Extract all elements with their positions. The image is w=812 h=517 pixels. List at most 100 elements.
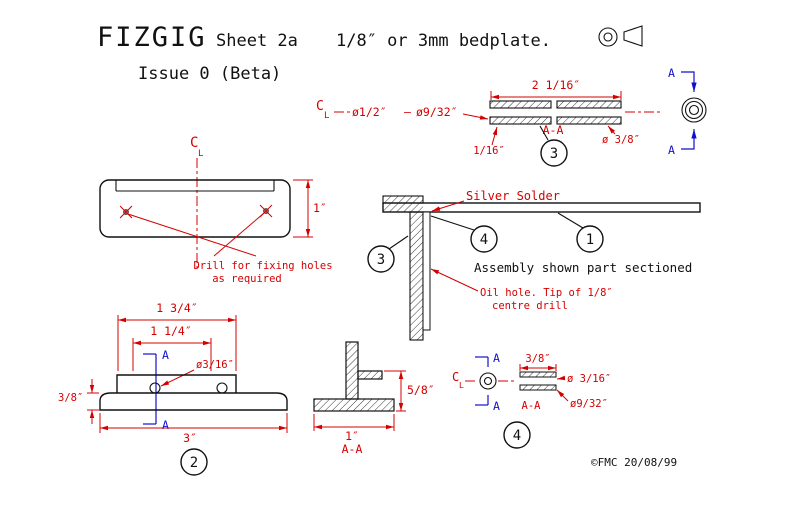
dim-height: 5/8″ (407, 383, 435, 397)
dim-thickness: 3/8″ (58, 392, 83, 404)
leader-line (430, 268, 479, 292)
balloon-number: 2 (190, 455, 198, 471)
balloon-leader (557, 212, 584, 229)
side-section-view: 5/8″ 1″ A-A (313, 341, 435, 456)
balloon-leader (430, 215, 475, 231)
oil-note-line2: centre drill (492, 300, 568, 312)
leader-line (491, 126, 498, 146)
strip-section (489, 116, 552, 125)
bedplate-bar (382, 202, 701, 213)
centerline-l: L (459, 381, 464, 390)
upstand-section (345, 341, 359, 400)
sheet-label: Sheet 2a (216, 31, 298, 51)
dim-width-total: 3″ (183, 431, 197, 445)
leader-line (607, 125, 616, 135)
section-marker-a: A (162, 418, 169, 432)
washer-icon (598, 27, 618, 47)
oil-note-line1: Oil hole. Tip of 1/8″ (480, 287, 613, 299)
balloon-4: 4 (430, 215, 498, 253)
dash-separator: – (404, 105, 411, 119)
bore-dia-2: ø9/32″ (416, 105, 458, 119)
section-line-aa: A A (143, 348, 169, 432)
leader-line (462, 113, 489, 120)
end-view (681, 97, 707, 123)
solder-label: Silver Solder (466, 189, 560, 203)
dim-bore: ø 3/16″ (567, 373, 611, 385)
detail-3-section: 2 1/16″ C L ø1/2″ – ø9/32″ A-A 1/16″ 3 ø… (316, 66, 707, 167)
section-marker-a: A (493, 399, 500, 413)
dim-thickness: 1/16″ (473, 145, 505, 157)
dim-width: 2 1/16″ (532, 78, 580, 92)
hole-center (123, 209, 129, 215)
angle-plate (422, 211, 431, 331)
balloon-circle (576, 225, 604, 253)
section-marker-a: A (668, 66, 675, 80)
base-section (313, 398, 395, 412)
centerline-l: L (198, 149, 203, 159)
strip-section (489, 100, 552, 109)
balloon-circle (367, 245, 395, 273)
washer-outer (598, 27, 618, 47)
balloon-number: 3 (550, 146, 558, 162)
title-block: FIZGIG Sheet 2a 1/8″ or 3mm bedplate. Is… (97, 22, 643, 84)
section-line-aa: A A (475, 351, 500, 413)
balloon-circle (540, 139, 568, 167)
hole-center (263, 208, 269, 214)
section-marker-a: A (668, 143, 675, 157)
section-marker-a: A (162, 348, 169, 362)
strip-section (519, 384, 557, 391)
dim-dia: ø 3/8″ (602, 134, 640, 146)
end-view-bore (688, 104, 700, 116)
dim-dia: ø9/32″ (570, 398, 608, 410)
balloon-3: 3 (539, 125, 568, 167)
drill-note-line2: as required (212, 273, 282, 285)
strip-section (556, 116, 622, 125)
section-label: A-A (522, 400, 542, 412)
drill-note-line1: Drill for fixing holes (193, 260, 332, 272)
balloon-number: 1 (586, 232, 594, 248)
end-view-bore (483, 376, 493, 386)
assembly-view: Silver Solder 1 4 3 Assembly shown part … (367, 189, 701, 341)
balloon-number: 4 (513, 428, 521, 444)
dim-width-inner: 1 1/4″ (150, 324, 192, 338)
lip-section (357, 370, 383, 380)
section-arrows-aa: A A (668, 66, 697, 157)
section-arrow (681, 129, 697, 150)
dim-width-outer: 1 3/4″ (156, 301, 198, 315)
hole-cross (119, 205, 133, 219)
detail-4-section: C L A A 3/8″ ø 3/16″ ø9/32″ A-A 4 (452, 351, 611, 449)
centerline-c: C (316, 99, 324, 114)
end-view-outer (681, 97, 707, 123)
upstand-outline (116, 374, 237, 393)
strip-section (556, 100, 622, 109)
front-view-bracket: 1 3/4″ 1 1/4″ A A ø3/16″ 3/8″ 3″ (58, 301, 288, 476)
strip-section (519, 371, 557, 378)
upright-section (409, 211, 424, 341)
balloon-leader (388, 235, 409, 250)
balloon-circle (503, 421, 531, 449)
leader-line (213, 212, 265, 257)
section-marker-a: A (493, 351, 500, 365)
section-arrow (681, 71, 697, 92)
end-view-outer (479, 372, 497, 390)
hole-right (216, 382, 228, 394)
balloon-leader (539, 125, 549, 141)
material-spec: 1/8″ or 3mm bedplate. (336, 31, 551, 51)
plate-outline (99, 179, 291, 238)
balloon-1: 1 (557, 212, 604, 253)
bedplate-sectioned (383, 203, 423, 212)
balloon-3: 3 (367, 235, 409, 273)
page-title: FIZGIG (97, 22, 207, 53)
plan-view-plate: C L Drill for fixing holes as required 1… (99, 135, 333, 285)
dim-width: 1″ (345, 429, 359, 443)
centerline-l: L (324, 111, 329, 121)
bush-icon (623, 25, 643, 47)
strip-on-top (382, 195, 424, 204)
leader-line (556, 389, 569, 402)
centerline-c: C (452, 370, 459, 384)
leader-line (127, 213, 257, 257)
dim-hole-dia: ø3/16″ (196, 359, 234, 371)
leader-line (431, 200, 465, 212)
copyright: ©FMC 20/08/99 (591, 456, 677, 469)
